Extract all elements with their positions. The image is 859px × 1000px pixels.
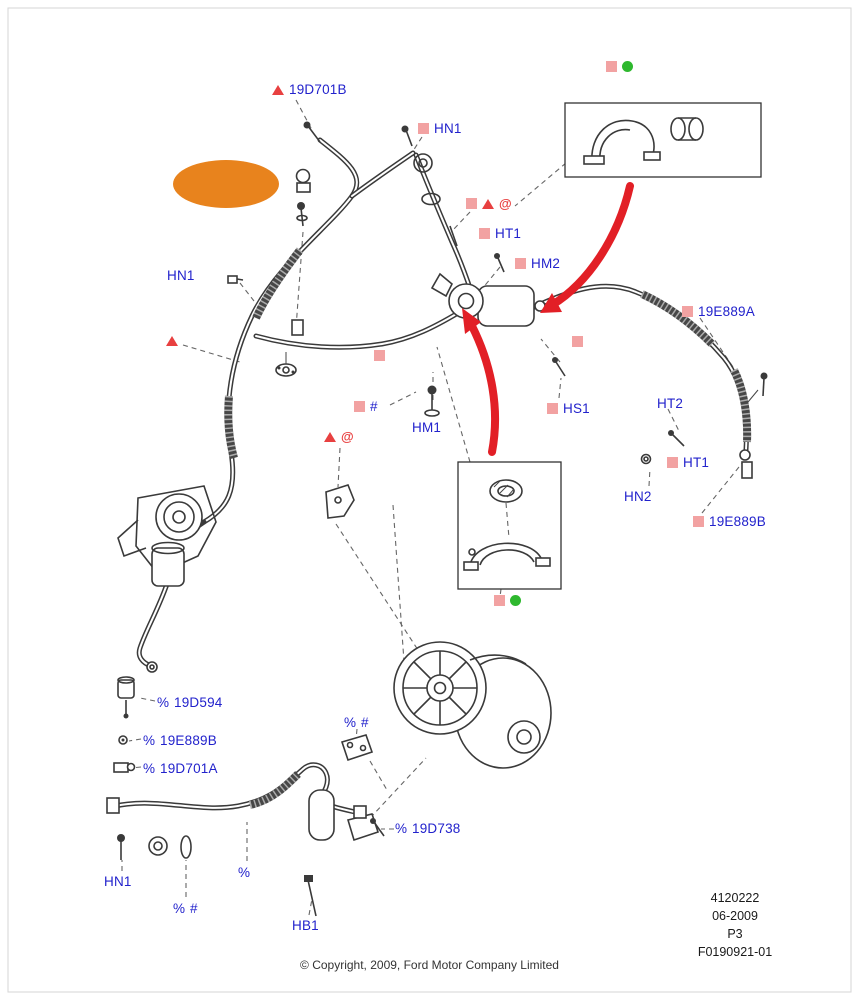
marker-cluster: # — [354, 399, 378, 414]
part-number-text: HT1 — [683, 455, 710, 470]
pink-square-marker — [418, 123, 429, 134]
percent-symbol: % — [143, 760, 156, 776]
part-number-text: HN1 — [167, 268, 195, 283]
pink-square-marker — [374, 350, 385, 361]
steering-pump-artwork — [117, 485, 217, 587]
marker-cluster: @ — [466, 196, 512, 211]
pink-square-marker — [494, 595, 505, 606]
part-number-text: 19D594 — [174, 695, 223, 710]
part-label-19D738[interactable]: % 19D738 — [395, 821, 461, 836]
red-triangle-marker — [482, 198, 494, 209]
pink-square-marker — [479, 228, 490, 239]
marker-cluster: %# — [344, 715, 369, 730]
part-number-text: 19E889B — [160, 733, 217, 748]
part-number-text: HN2 — [624, 489, 652, 504]
part-label-HN1[interactable]: HN1 — [167, 268, 195, 283]
part-number-text: HM1 — [412, 420, 442, 435]
part-number-text: 19D738 — [412, 821, 461, 836]
part-label-19D594[interactable]: % 19D594 — [157, 695, 223, 710]
part-label-HN1[interactable]: HN1 — [104, 874, 132, 889]
marker-cluster — [374, 348, 385, 363]
part-label-HM1[interactable]: HM1 — [412, 420, 441, 435]
pink-square-marker — [515, 258, 526, 269]
part-label-19E889A[interactable]: 19E889A — [682, 304, 755, 319]
part-label-19D701A[interactable]: % 19D701A — [143, 761, 218, 776]
marker-cluster — [606, 59, 633, 74]
red-triangle-marker — [166, 335, 178, 346]
percent-symbol: % — [395, 820, 408, 836]
part-number-text: 19D701A — [160, 761, 218, 776]
part-number-text: 19D701B — [289, 82, 347, 97]
part-label-19E889B[interactable]: 19E889B — [693, 514, 766, 529]
percent-symbol: % — [173, 900, 186, 916]
red-at-symbol: @ — [499, 196, 512, 211]
marker-cluster — [572, 334, 583, 349]
part-number-text: HS1 — [563, 401, 590, 416]
copyright-line: © Copyright, 2009, Ford Motor Company Li… — [300, 958, 559, 972]
pink-square-marker — [547, 403, 558, 414]
marker-cluster: %# — [173, 901, 198, 916]
green-circle-marker — [622, 61, 633, 72]
inset-box-clamp-top — [564, 102, 762, 178]
part-label-HS1[interactable]: HS1 — [547, 401, 590, 416]
orange-highlight — [173, 160, 279, 208]
hose-assembly-artwork — [112, 137, 752, 815]
marker-cluster — [166, 333, 178, 348]
marker-cluster — [494, 593, 521, 608]
page-frame — [7, 7, 852, 993]
plate-number: 4120222 — [710, 891, 760, 905]
leader-lines — [121, 99, 744, 916]
part-number-text: HT1 — [495, 226, 522, 241]
part-number-text: HM2 — [531, 256, 561, 271]
fastener-parts — [106, 121, 768, 917]
plate-date: 06-2009 — [712, 909, 758, 924]
red-at-symbol: @ — [341, 429, 354, 444]
part-label-HN1[interactable]: HN1 — [418, 121, 462, 136]
pink-square-marker — [693, 516, 704, 527]
compressor-artwork — [393, 641, 552, 769]
pink-square-marker — [606, 61, 617, 72]
pink-square-marker — [682, 306, 693, 317]
part-label-19D701B[interactable]: 19D701B — [272, 82, 347, 97]
pink-square-marker — [572, 336, 583, 347]
red-arrow-from-top-box — [540, 182, 634, 313]
hash-symbol: # — [190, 900, 198, 916]
part-number-text: 19E889B — [709, 514, 766, 529]
green-circle-marker — [510, 595, 521, 606]
part-label-HT2[interactable]: HT2 — [657, 396, 683, 411]
part-label-HB1[interactable]: HB1 — [292, 918, 319, 933]
part-number-text: HN1 — [434, 121, 462, 136]
figure-id: F0190921-01 — [697, 945, 773, 960]
part-label-HM2[interactable]: HM2 — [515, 256, 560, 271]
part-number-text: HN1 — [104, 874, 132, 889]
red-triangle-marker — [272, 84, 284, 95]
percent-symbol: % — [344, 714, 357, 730]
pink-square-marker — [466, 198, 477, 209]
part-label-HT1[interactable]: HT1 — [479, 226, 521, 241]
marker-cluster: % — [238, 865, 250, 880]
pink-square-marker — [667, 457, 678, 468]
hash-symbol: # — [370, 398, 378, 414]
percent-symbol: % — [238, 864, 251, 880]
part-number-text: HT2 — [657, 396, 684, 411]
percent-symbol: % — [143, 732, 156, 748]
part-number-text: 19E889A — [698, 304, 755, 319]
pump-artwork — [430, 272, 546, 327]
red-triangle-marker — [324, 431, 336, 442]
part-label-19E889B[interactable]: % 19E889B — [143, 733, 217, 748]
part-number-text: HB1 — [292, 918, 319, 933]
red-arrow-from-middle-box — [462, 308, 500, 456]
marker-cluster: @ — [324, 429, 354, 444]
plate-info-block: 4120222 06-2009 P3 F0190921-01 — [655, 889, 815, 962]
inset-box-clamp-middle — [457, 461, 562, 590]
percent-symbol: % — [157, 694, 170, 710]
pink-square-marker — [354, 401, 365, 412]
hash-symbol: # — [361, 714, 369, 730]
part-label-HT1[interactable]: HT1 — [667, 455, 709, 470]
plate-page: P3 — [727, 927, 743, 942]
part-label-HN2[interactable]: HN2 — [624, 489, 652, 504]
